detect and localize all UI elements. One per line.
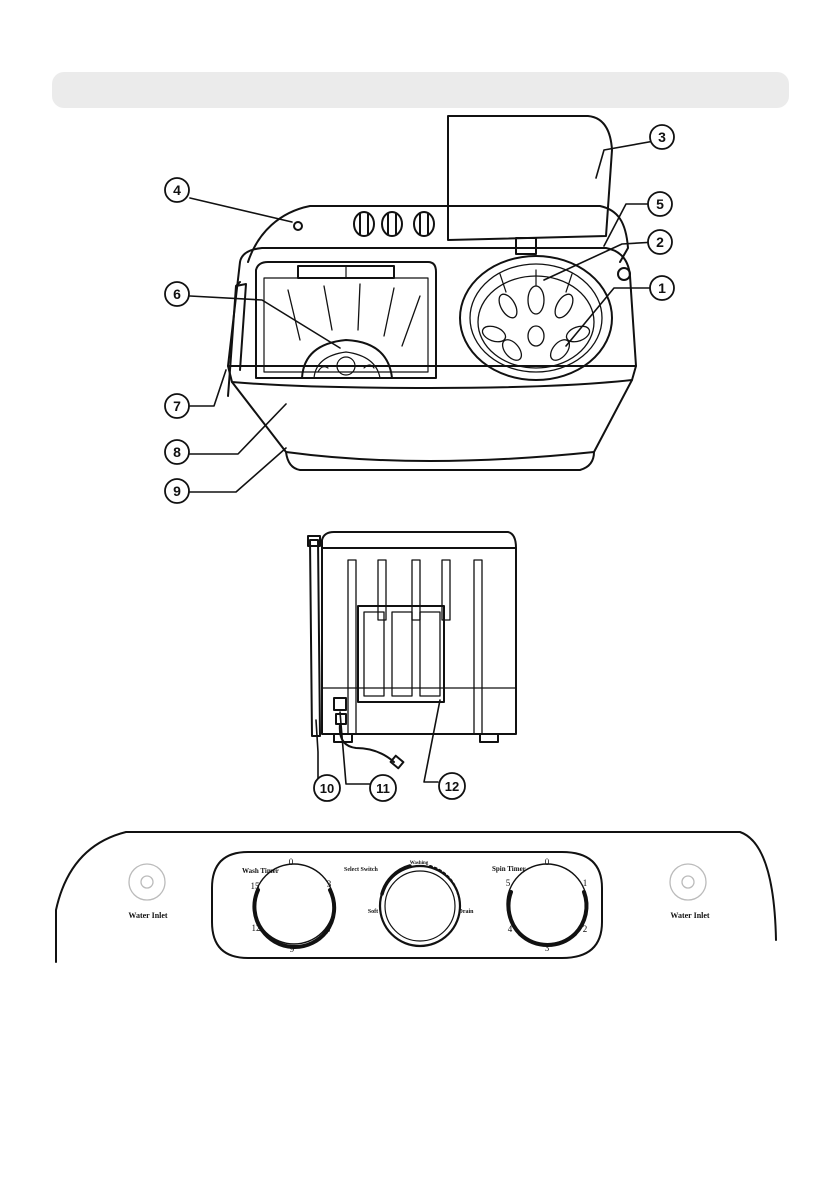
console-knob-right	[414, 212, 434, 236]
callout-3: 3	[658, 129, 666, 145]
rear-foot-right	[480, 734, 498, 742]
callout-12: 12	[445, 779, 459, 794]
spin-timer-mark-4: 4	[508, 924, 513, 934]
spin-timer-dial	[507, 864, 587, 945]
water-inlet-left-port	[129, 864, 165, 900]
callout-10: 10	[320, 781, 334, 796]
callout-11: 11	[376, 781, 390, 796]
rear-top	[322, 532, 516, 548]
wash-timer-mark-0: 0	[289, 857, 294, 867]
select-switch-top: Washing	[410, 861, 429, 866]
callout-9: 9	[173, 483, 181, 499]
wash-tub-fins	[288, 284, 420, 346]
callout-4: 4	[173, 182, 181, 198]
wash-timer-mark-9: 9	[290, 944, 295, 954]
callout-1: 1	[658, 280, 666, 296]
wash-tub	[256, 262, 436, 378]
wash-timer-mark-6: 6	[326, 924, 331, 934]
spin-tub-lid	[448, 116, 612, 240]
spin-timer-mark-3: 3	[545, 943, 550, 953]
rear-drain-hose	[310, 540, 320, 736]
callout-2: 2	[656, 234, 664, 250]
rear-ribs	[348, 560, 482, 734]
washer-top-view	[228, 116, 636, 470]
spin-timer-mark-0: 0	[545, 857, 550, 867]
callout-7: 7	[173, 398, 181, 414]
rear-cabinet	[322, 548, 516, 734]
water-inlet-right-port	[670, 864, 706, 900]
wash-timer-mark-3: 3	[327, 879, 332, 889]
callout-5: 5	[656, 196, 664, 212]
console-knob-center	[382, 212, 402, 236]
callout-6: 6	[173, 286, 181, 302]
control-console	[248, 206, 628, 262]
washer-cabinet	[232, 380, 632, 461]
callout-8: 8	[173, 444, 181, 460]
spin-timer-mark-1: 1	[583, 878, 588, 888]
spin-tub-holes	[480, 286, 591, 364]
power-socket	[334, 698, 346, 710]
spin-timer-mark-2: 2	[583, 924, 588, 934]
wash-timer-mark-15: 15	[251, 881, 261, 891]
water-inlet-left-label: Water Inlet	[128, 911, 168, 920]
wash-timer-label: Wash Timer	[242, 867, 279, 875]
spin-timer-label: Spin Timer	[492, 865, 526, 873]
console-indicator	[294, 222, 302, 230]
washer-rear-view	[308, 532, 516, 768]
select-switch-soft: Soft	[368, 909, 378, 915]
select-switch-label: Select Switch	[344, 867, 378, 873]
wash-timer-mark-12: 12	[252, 923, 261, 933]
console-knob-left	[354, 212, 374, 236]
select-switch-drain: Drain	[459, 909, 475, 915]
water-inlet-right-label: Water Inlet	[670, 911, 710, 920]
select-switch-dial	[380, 866, 460, 946]
drain-hose-knob	[618, 268, 630, 280]
wash-timer-dial	[254, 864, 334, 947]
control-panel	[56, 832, 776, 962]
spin-timer-mark-5: 5	[506, 878, 511, 888]
lid-hinge	[516, 238, 536, 254]
